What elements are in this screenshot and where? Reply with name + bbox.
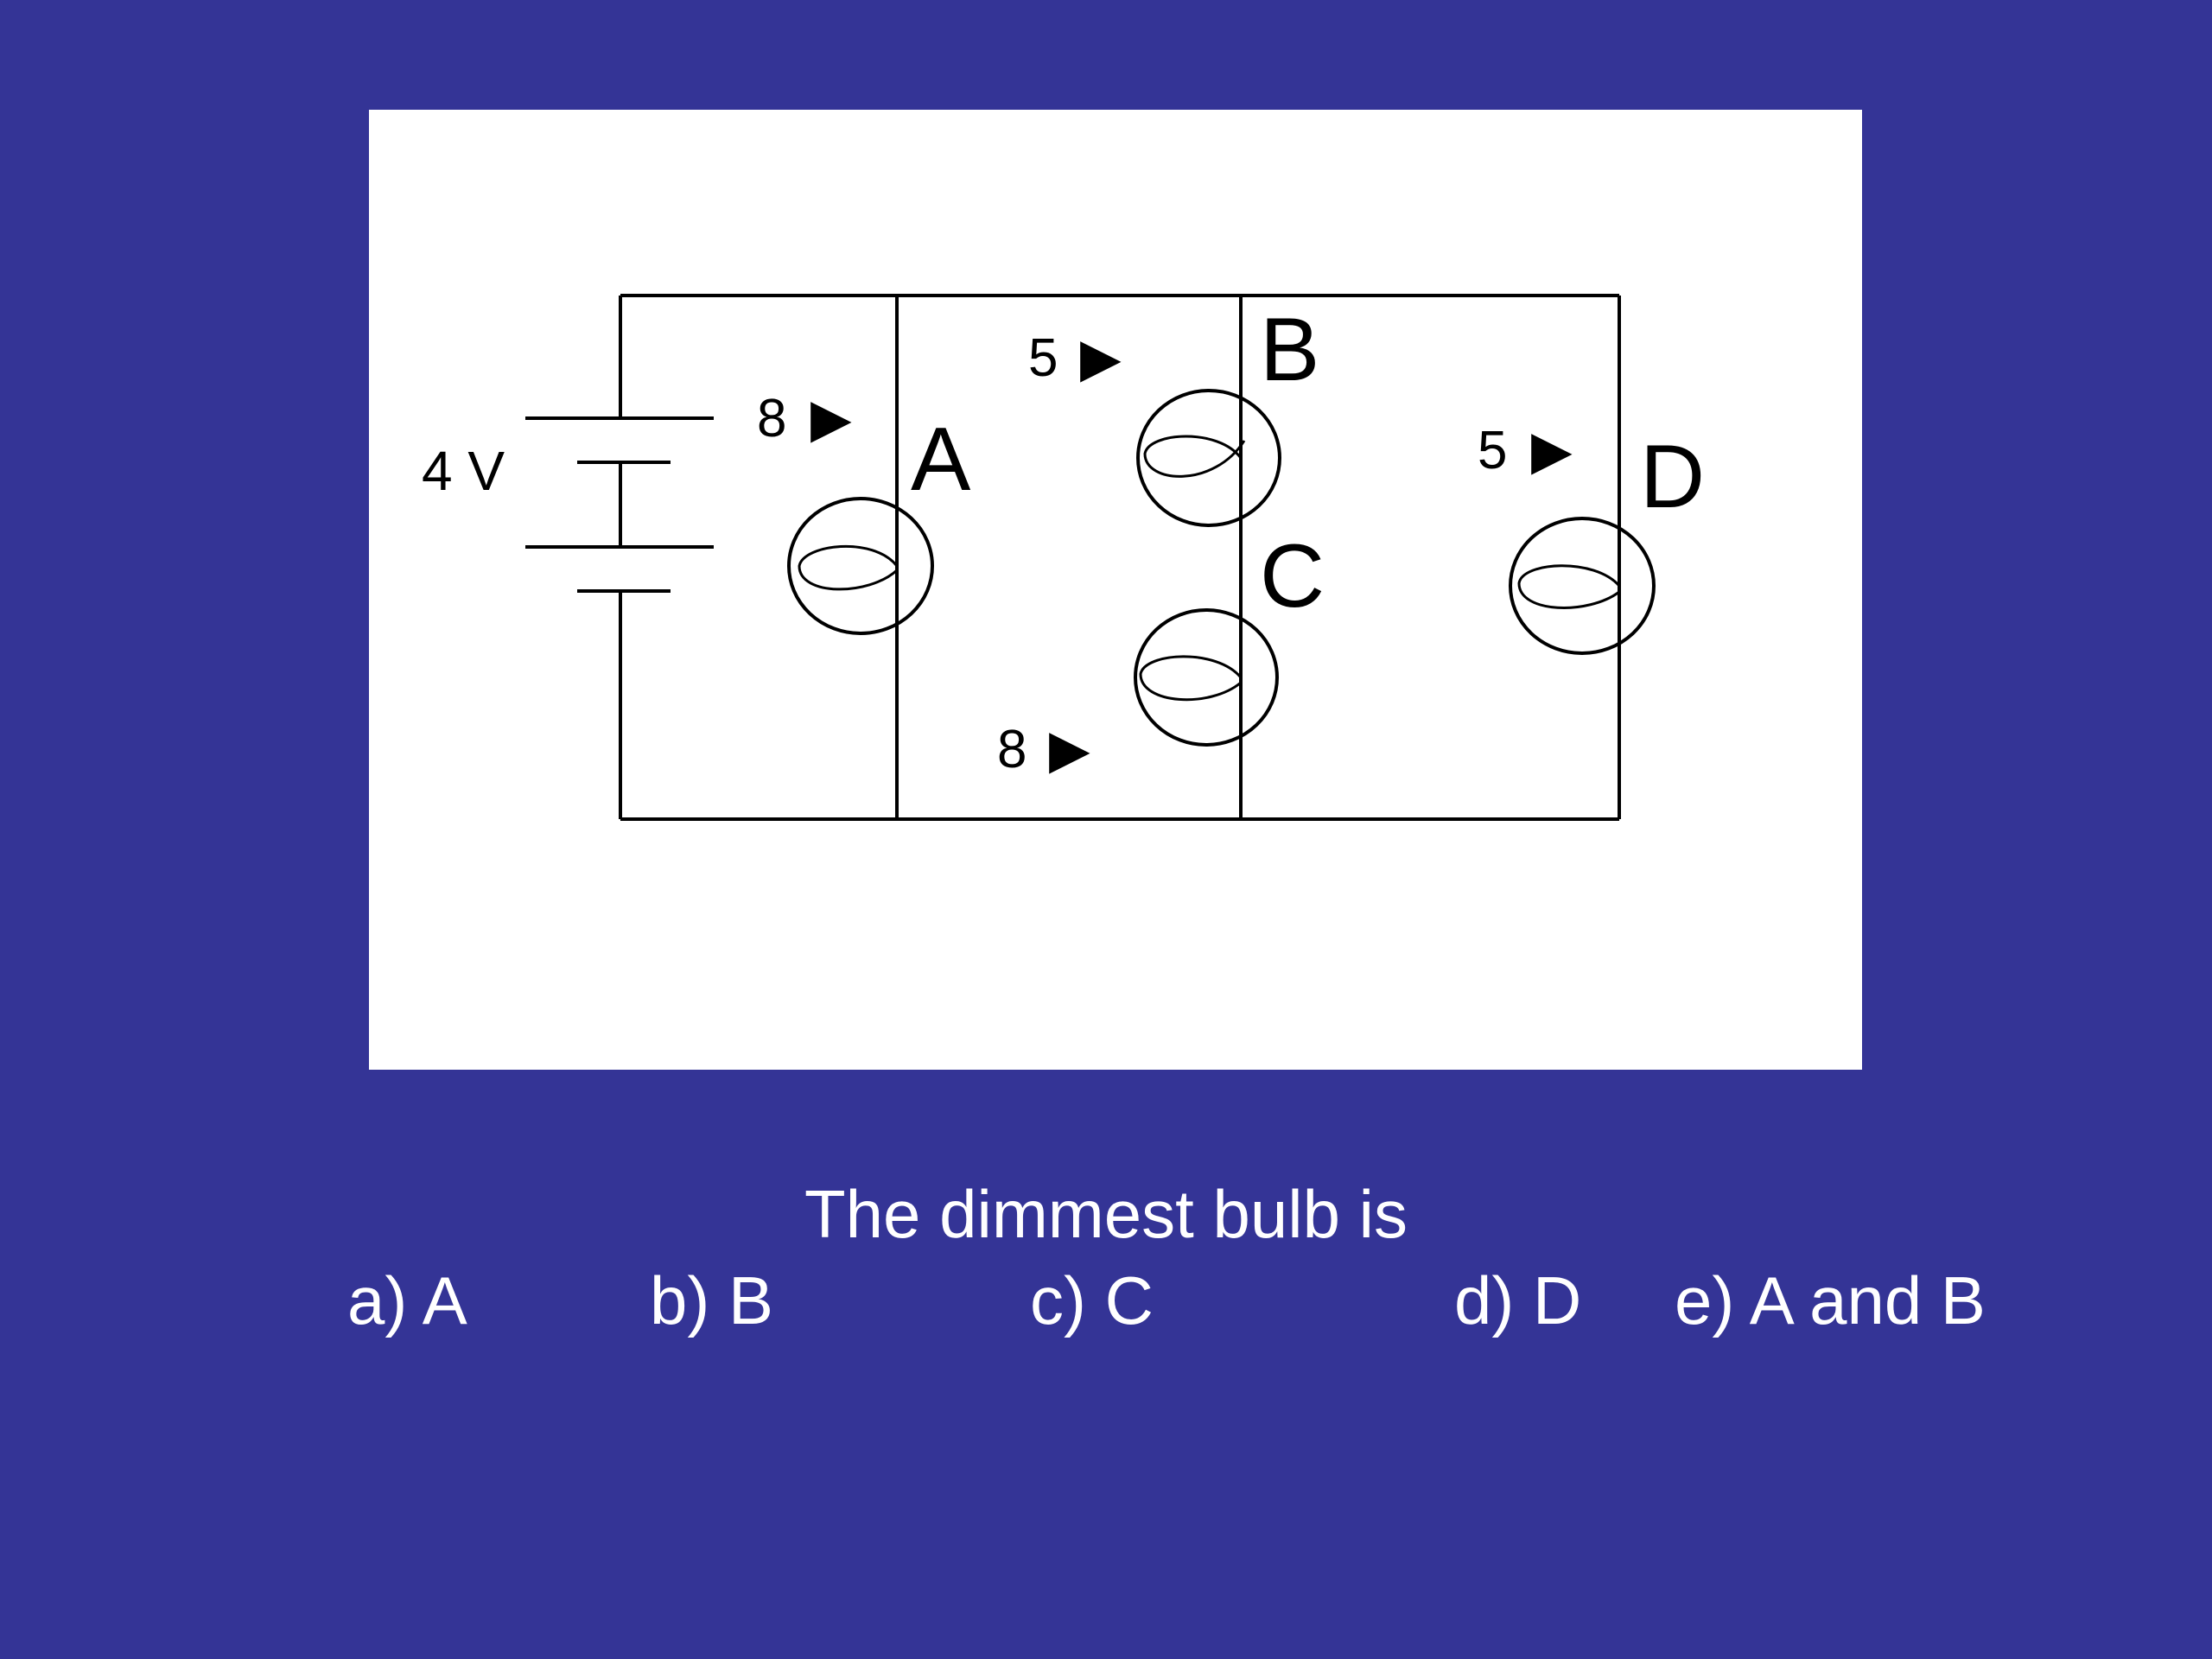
bulb-b (1136, 389, 1281, 527)
battery-voltage-label: 4 V (422, 440, 505, 502)
bulb-label-c: C (1260, 526, 1325, 626)
ohm-icon: ▶ (1049, 720, 1090, 779)
resistance-label-c: 8 (997, 720, 1027, 779)
bulb-d (1509, 517, 1656, 655)
resistance-label-a: 8 (757, 389, 786, 448)
question-prompt: The dimmest bulb is (804, 1176, 1408, 1252)
answer-choice-a[interactable]: a) A (347, 1262, 467, 1338)
bulb-a (787, 497, 934, 635)
ohm-icon: ▶ (1531, 421, 1573, 480)
resistance-label-d: 5 (1478, 421, 1507, 480)
ohm-icon: ▶ (810, 389, 852, 448)
answer-choice-d[interactable]: d) D (1454, 1262, 1582, 1338)
bulb-label-a: A (911, 410, 971, 510)
resistance-label-b: 5 (1028, 328, 1058, 388)
bulb-c (1134, 608, 1279, 747)
answer-choice-e[interactable]: e) A and B (1675, 1262, 1986, 1338)
answer-choice-c[interactable]: c) C (1030, 1262, 1154, 1338)
answer-choice-b[interactable]: b) B (650, 1262, 774, 1338)
ohm-icon: ▶ (1080, 328, 1122, 388)
circuit-wires (619, 294, 1621, 821)
battery-symbol (525, 416, 714, 593)
bulb-label-b: B (1260, 300, 1319, 400)
bulb-label-d: D (1640, 427, 1705, 527)
